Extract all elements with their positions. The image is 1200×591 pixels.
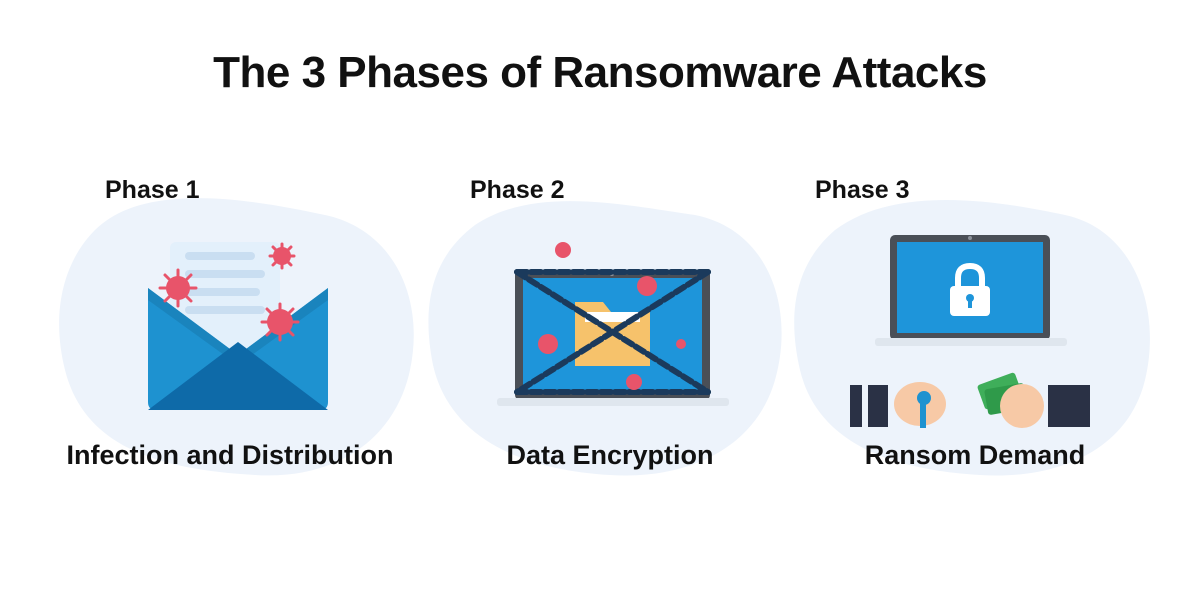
phase-2-card: Phase 2 Data Encryption — [425, 170, 795, 490]
phase-caption: Ransom Demand — [864, 440, 1086, 470]
phase-3-card: Phase 3 Ransom Demand — [790, 170, 1160, 490]
phase-caption: Infection and Distribution — [66, 440, 394, 470]
phase-1-card: Phase 1 Infection and Distribution — [55, 170, 425, 490]
phase-caption: Data Encryption — [506, 440, 714, 470]
phase-label: Phase 3 — [815, 176, 910, 204]
infected-envelope-icon — [148, 242, 328, 410]
chained-laptop-icon — [497, 242, 729, 406]
phase-label: Phase 2 — [470, 176, 565, 204]
page-title: The 3 Phases of Ransomware Attacks — [213, 48, 987, 97]
phase-label: Phase 1 — [105, 176, 200, 204]
locked-laptop-payment-icon — [850, 235, 1090, 428]
